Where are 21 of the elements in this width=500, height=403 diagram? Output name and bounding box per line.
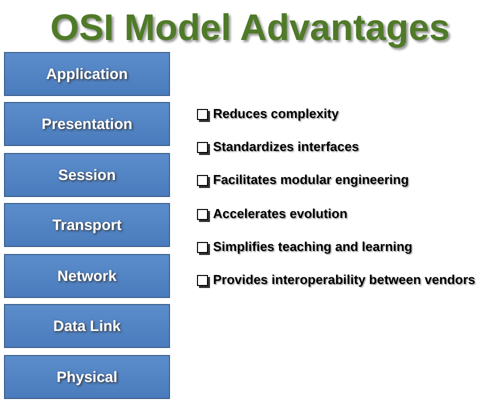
layer-box xyxy=(4,355,170,399)
layer-label: Physical xyxy=(56,368,118,386)
layer-box xyxy=(4,153,170,197)
layer-box xyxy=(4,254,170,298)
layer-label: Presentation xyxy=(42,116,132,132)
title: OSI Model Advantages xyxy=(49,6,451,50)
advantage-text: Accelerates evolution xyxy=(213,206,348,222)
layer-box xyxy=(4,203,170,247)
layer-label: Transport xyxy=(52,216,122,234)
advantage-text: Standardizes interfaces xyxy=(213,139,359,156)
layer-box xyxy=(4,52,170,96)
layer-label: Network xyxy=(57,268,117,284)
layer-label: Application xyxy=(46,66,128,82)
advantage-text: Simplifies teaching and learning xyxy=(213,238,412,255)
advantage-text: Reduces complexity xyxy=(213,106,339,122)
layer-label: Session xyxy=(58,166,116,184)
advantage-text: Facilitates modular engineering xyxy=(213,172,409,188)
layer-label: Data Link xyxy=(53,318,121,334)
layer-box xyxy=(4,102,170,146)
layer-box xyxy=(4,304,170,348)
advantage-text: Provides interoperability between vendors xyxy=(213,272,476,288)
